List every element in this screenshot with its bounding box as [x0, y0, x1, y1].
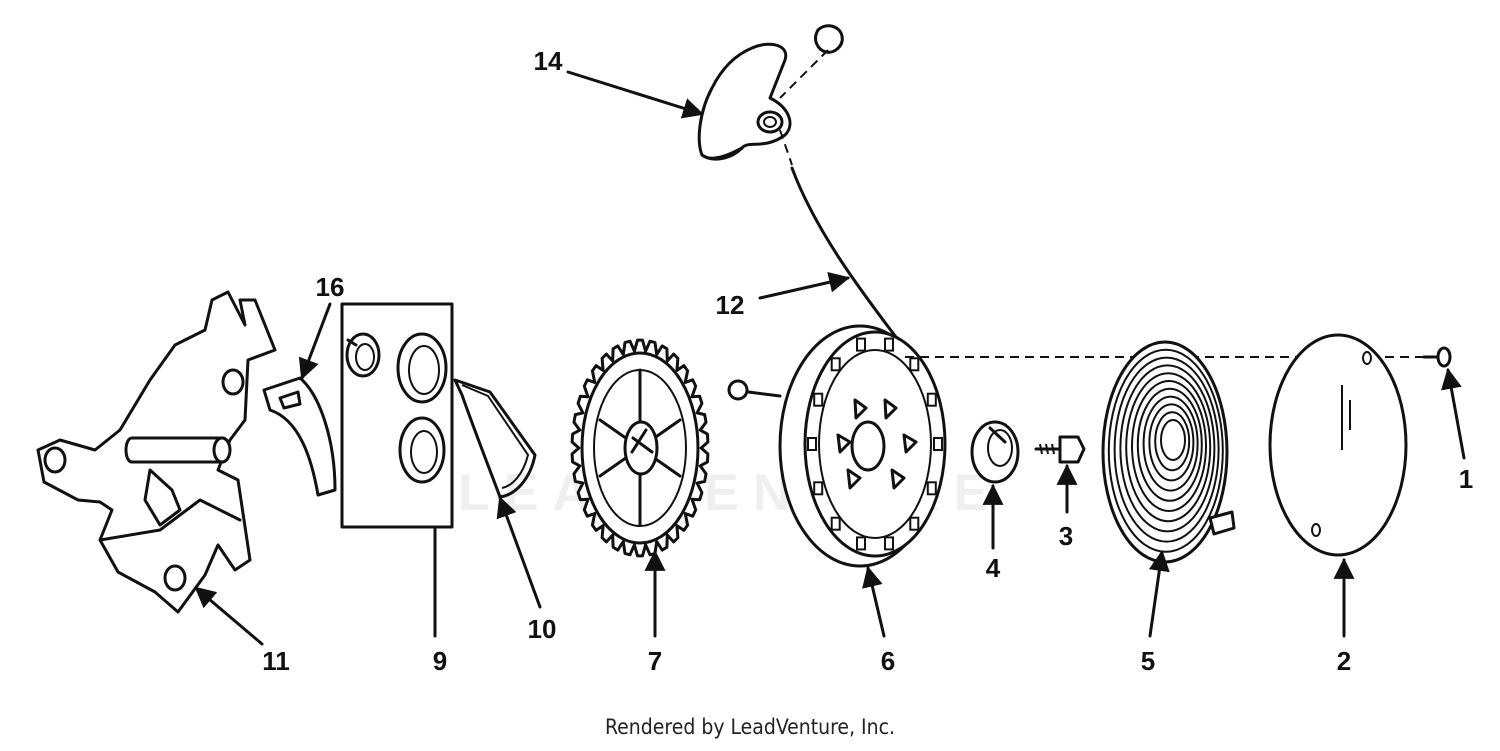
spring-coil: [1125, 372, 1212, 523]
pulley-slot: [830, 516, 841, 531]
pulley-slot: [909, 357, 920, 372]
pulley-slot: [830, 357, 841, 372]
pulley-slot: [856, 337, 866, 352]
callout-14: 14: [534, 46, 563, 76]
spring-coil: [1142, 395, 1199, 492]
spring-coil: [1148, 403, 1195, 482]
spring-coil: [1119, 364, 1216, 533]
pulley-slot: [856, 536, 866, 551]
callout-1: 1: [1459, 464, 1473, 494]
pulley-slot: [813, 481, 824, 496]
callout-12: 12: [716, 290, 745, 320]
spring-coil: [1131, 380, 1207, 512]
footer-credit: Rendered by LeadVenture, Inc.: [605, 715, 895, 739]
part-brake-spring[interactable]: [262, 376, 337, 497]
pulley-slot: [926, 392, 937, 407]
part-rope-pulley[interactable]: [778, 324, 947, 568]
callout-16: 16: [316, 272, 345, 302]
part-rivet[interactable]: [1422, 346, 1452, 368]
part-screw[interactable]: [1034, 435, 1086, 464]
callout-9: 9: [433, 646, 447, 676]
callout-labels: 14 16 12 11 9 10 7 6 4 3 5 2 1: [262, 46, 1473, 676]
pulley-slot: [884, 337, 894, 352]
spring-coil: [1154, 411, 1191, 472]
part-starter-rope[interactable]: [727, 129, 904, 401]
callout-2: 2: [1337, 646, 1351, 676]
callout-6: 6: [881, 646, 895, 676]
part-cover-plate[interactable]: [1268, 333, 1408, 557]
part-rewind-spring[interactable]: [1101, 340, 1236, 564]
pulley-slot: [813, 392, 824, 407]
callout-5: 5: [1141, 646, 1155, 676]
part-control-bracket[interactable]: [36, 290, 277, 614]
callout-7: 7: [648, 646, 662, 676]
callout-11: 11: [262, 646, 290, 676]
part-seal-kit-card[interactable]: [340, 302, 454, 529]
leader-arrows: [194, 70, 1466, 646]
spring-coil: [1113, 356, 1220, 543]
pulley-slot: [884, 536, 894, 551]
part-retainer-cup[interactable]: [970, 420, 1020, 484]
spring-coil: [1160, 419, 1186, 461]
part-starter-handle[interactable]: [697, 24, 844, 161]
spring-coil: [1136, 387, 1203, 502]
pulley-slot: [933, 437, 943, 451]
spring-coil: [1101, 340, 1229, 564]
pulley-slot: [926, 481, 937, 496]
callout-4: 4: [986, 553, 1001, 583]
callout-3: 3: [1059, 521, 1073, 551]
part-ratchet-gear[interactable]: [570, 338, 710, 558]
callout-10: 10: [528, 614, 557, 644]
pulley-slot: [807, 437, 817, 451]
pulley-slot: [909, 516, 920, 531]
